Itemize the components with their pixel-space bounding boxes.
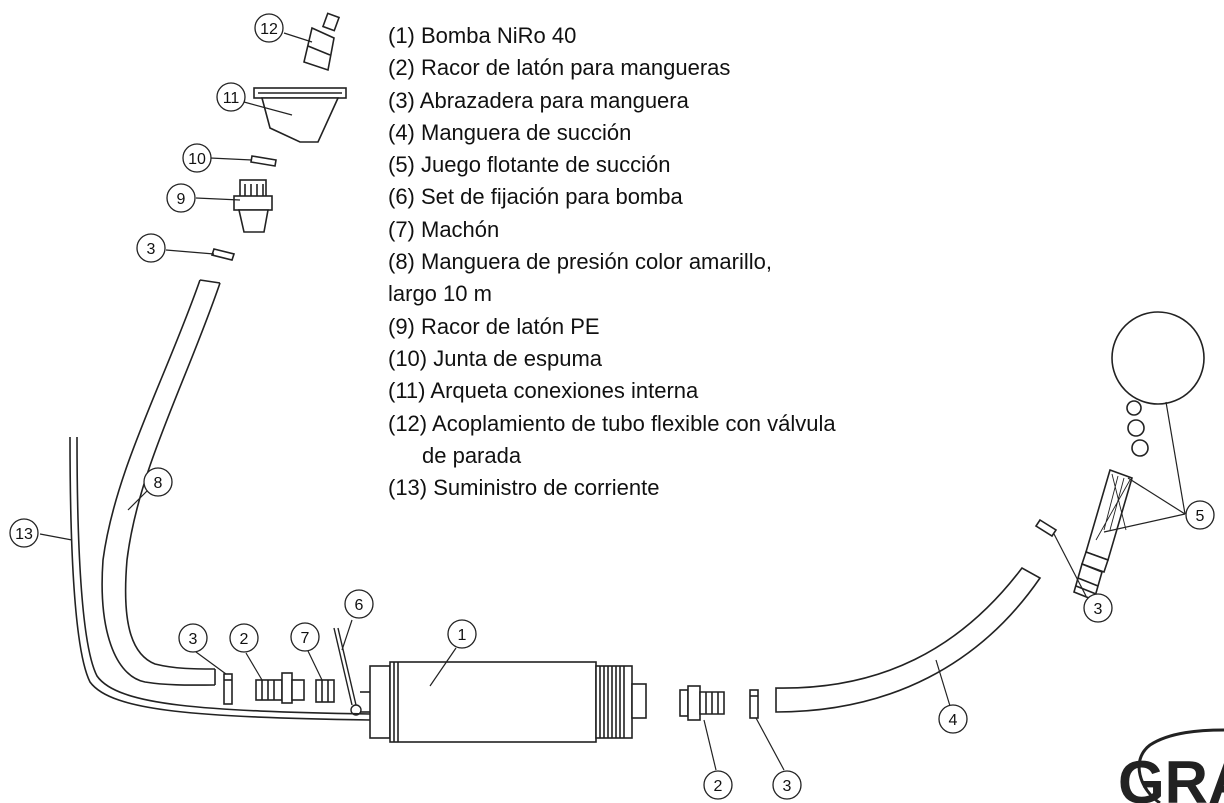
callout-13: 13 — [9, 518, 39, 548]
callout-6: 6 — [344, 589, 374, 619]
brand-logo: GRA — [1118, 728, 1224, 803]
svg-text:3: 3 — [783, 778, 792, 795]
hose-clamp-3-top — [210, 248, 236, 261]
callout-8: 8 — [143, 467, 173, 497]
legend-item-12-line2: de parada — [422, 442, 522, 468]
suction-hose-4 — [775, 566, 1042, 713]
callout-3-float: 3 — [1083, 593, 1113, 623]
nipple-7 — [315, 679, 335, 703]
legend-item-11: (11) Arqueta conexiones interna — [388, 378, 699, 404]
foam-gasket-10 — [250, 155, 277, 167]
connection-box-11 — [253, 87, 347, 143]
pressure-hose-8 — [101, 279, 221, 686]
hose-coupling-12 — [303, 12, 341, 72]
callout-3-top: 3 — [136, 233, 166, 263]
hose-clamp-3-left — [223, 673, 233, 705]
legend-item-9: (9) Racor de latón PE — [388, 313, 600, 339]
parts-legend: (1) Bomba NiRo 40 (2) Racor de latón par… — [388, 20, 836, 504]
brass-fitting-2-right — [679, 685, 725, 721]
svg-text:10: 10 — [188, 151, 206, 168]
legend-item-7: (7) Machón — [388, 216, 500, 242]
svg-text:6: 6 — [355, 597, 364, 614]
svg-text:3: 3 — [147, 241, 156, 258]
leader-lines — [39, 32, 1186, 771]
pump-niro-40 — [360, 661, 647, 743]
callout-3-right: 3 — [772, 770, 802, 800]
svg-text:2: 2 — [714, 778, 723, 795]
svg-text:5: 5 — [1196, 508, 1205, 525]
legend-item-4: (4) Manguera de succión — [388, 119, 632, 145]
callout-5: 5 — [1185, 500, 1215, 530]
brass-fitting-2-left — [255, 672, 305, 704]
legend-item-6: (6) Set de fijación para bomba — [388, 184, 683, 210]
callout-2-right: 2 — [703, 770, 733, 800]
callout-4: 4 — [938, 704, 968, 734]
legend-item-1: (1) Bomba NiRo 40 — [388, 23, 577, 48]
callout-1: 1 — [447, 619, 477, 649]
svg-text:12: 12 — [260, 21, 278, 38]
fixing-set-6 — [333, 627, 362, 716]
callout-9: 9 — [166, 183, 196, 213]
svg-text:GRA: GRA — [1118, 749, 1224, 803]
legend-item-3: (3) Abrazadera para manguera — [388, 87, 689, 113]
callout-11: 11 — [216, 82, 246, 112]
callout-3-left: 3 — [178, 623, 208, 653]
legend-item-8-line2: largo 10 m — [388, 281, 492, 307]
svg-text:8: 8 — [154, 475, 163, 492]
callout-12: 12 — [254, 13, 284, 43]
hose-clamp-3-float — [1034, 518, 1058, 538]
legend-item-12-line1: (12) Acoplamiento de tubo flexible con v… — [388, 410, 836, 436]
legend-item-5: (5) Juego flotante de succión — [388, 152, 671, 178]
hose-clamp-3-right — [749, 689, 759, 719]
svg-text:1: 1 — [458, 627, 467, 644]
callout-10: 10 — [182, 143, 212, 173]
callout-2-left: 2 — [229, 623, 259, 653]
callout-7: 7 — [290, 622, 320, 652]
legend-item-8-line1: (8) Manguera de presión color amarillo, — [388, 249, 772, 275]
svg-text:4: 4 — [949, 712, 958, 729]
pe-brass-fitting-9 — [233, 179, 273, 233]
svg-text:3: 3 — [189, 631, 198, 648]
svg-text:9: 9 — [177, 191, 186, 208]
svg-text:3: 3 — [1094, 601, 1103, 618]
legend-item-12: (12) Acoplamiento de tubo flexible con v… — [388, 408, 836, 473]
legend-item-2: (2) Racor de latón para mangueras — [388, 55, 731, 81]
svg-text:13: 13 — [15, 526, 33, 543]
svg-text:2: 2 — [240, 631, 249, 648]
power-cable-13 — [69, 436, 371, 721]
svg-text:7: 7 — [301, 630, 310, 647]
legend-item-8: (8) Manguera de presión color amarillo, … — [388, 246, 836, 311]
suction-float-set-5 — [1073, 311, 1205, 602]
svg-text:11: 11 — [223, 90, 240, 107]
legend-item-13: (13) Suministro de corriente — [388, 475, 660, 501]
legend-item-10: (10) Junta de espuma — [388, 345, 603, 371]
